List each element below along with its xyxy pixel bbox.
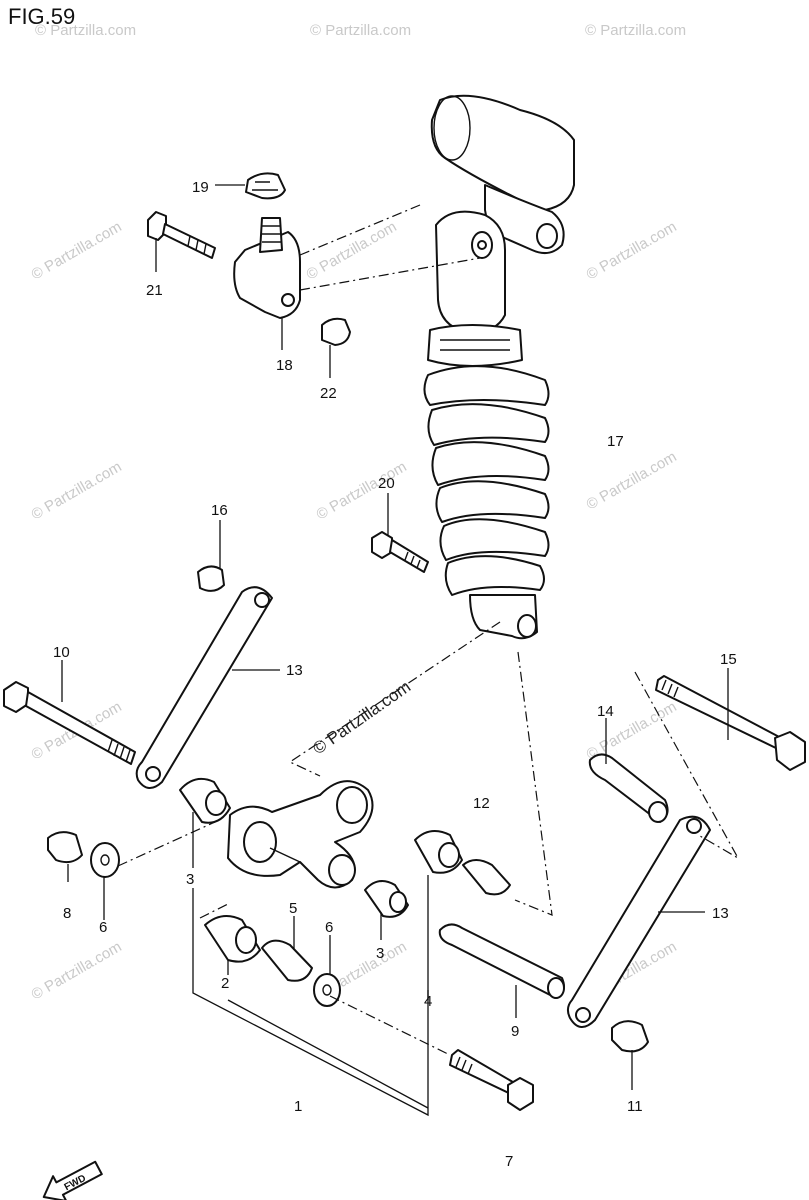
upper-bracket-assembly (147, 172, 351, 346)
callout-13-right: 13 (712, 905, 729, 922)
alignment-lines (117, 204, 740, 1056)
callout-21: 21 (146, 282, 163, 299)
callout-1: 1 (294, 1098, 302, 1115)
bolt-20 (371, 531, 429, 573)
callout-2: 2 (221, 975, 229, 992)
rear-shock-absorber (423, 94, 575, 640)
callout-13-left: 13 (286, 662, 303, 679)
callout-11: 11 (627, 1098, 643, 1115)
watermark: © Partzilla.com (584, 218, 680, 283)
callouts: 19 21 18 22 17 20 16 10 13 15 14 12 3 13… (53, 179, 737, 1170)
watermark: © Partzilla.com (585, 22, 686, 39)
callout-3-right: 3 (376, 945, 384, 962)
callout-12: 12 (473, 795, 490, 812)
bolt-7 (449, 1049, 534, 1111)
callout-10: 10 (53, 644, 70, 661)
watermarks: © Partzilla.com © Partzilla.com © Partzi… (29, 22, 687, 1003)
spacer-pipe-9 (438, 923, 565, 999)
watermark: © Partzilla.com (584, 448, 680, 513)
callout-19: 19 (192, 179, 209, 196)
watermark: © Partzilla.com (310, 22, 411, 39)
bushings (179, 777, 511, 982)
callout-16: 16 (211, 502, 228, 519)
bolt-10 (3, 681, 136, 765)
nut-8 (47, 831, 83, 864)
callout-18: 18 (276, 357, 293, 374)
watermark: © Partzilla.com (35, 22, 136, 39)
tie-rod-13-left (135, 586, 273, 789)
callout-14: 14 (597, 703, 614, 720)
callout-15: 15 (720, 651, 737, 668)
fwd-arrow-icon: FWD (42, 1160, 103, 1200)
callout-3-left: 3 (186, 871, 194, 888)
figure-title: FIG.59 (8, 4, 75, 29)
callout-9: 9 (511, 1023, 519, 1040)
bolt-15 (655, 675, 806, 771)
nut-11 (611, 1020, 649, 1053)
callout-8: 8 (63, 905, 71, 922)
watermark: © Partzilla.com (304, 218, 400, 283)
callout-4: 4 (424, 993, 432, 1010)
callout-6-right: 6 (325, 919, 333, 936)
watermark: © Partzilla.com (29, 938, 125, 1003)
spacer-pipe-14 (588, 753, 669, 823)
tie-rod-13-right (566, 815, 711, 1028)
callout-5: 5 (289, 900, 297, 917)
callout-7: 7 (505, 1153, 513, 1170)
leader-lines (61, 184, 729, 1117)
callout-20: 20 (378, 475, 395, 492)
watermark: © Partzilla.com (314, 458, 410, 523)
callout-17: 17 (607, 433, 624, 450)
nut-16 (197, 565, 225, 592)
callout-6-left: 6 (99, 919, 107, 936)
watermark: © Partzilla.com (29, 458, 125, 523)
watermark: © Partzilla.com (29, 218, 125, 283)
callout-22: 22 (320, 385, 337, 402)
cushion-lever-12 (227, 780, 374, 889)
